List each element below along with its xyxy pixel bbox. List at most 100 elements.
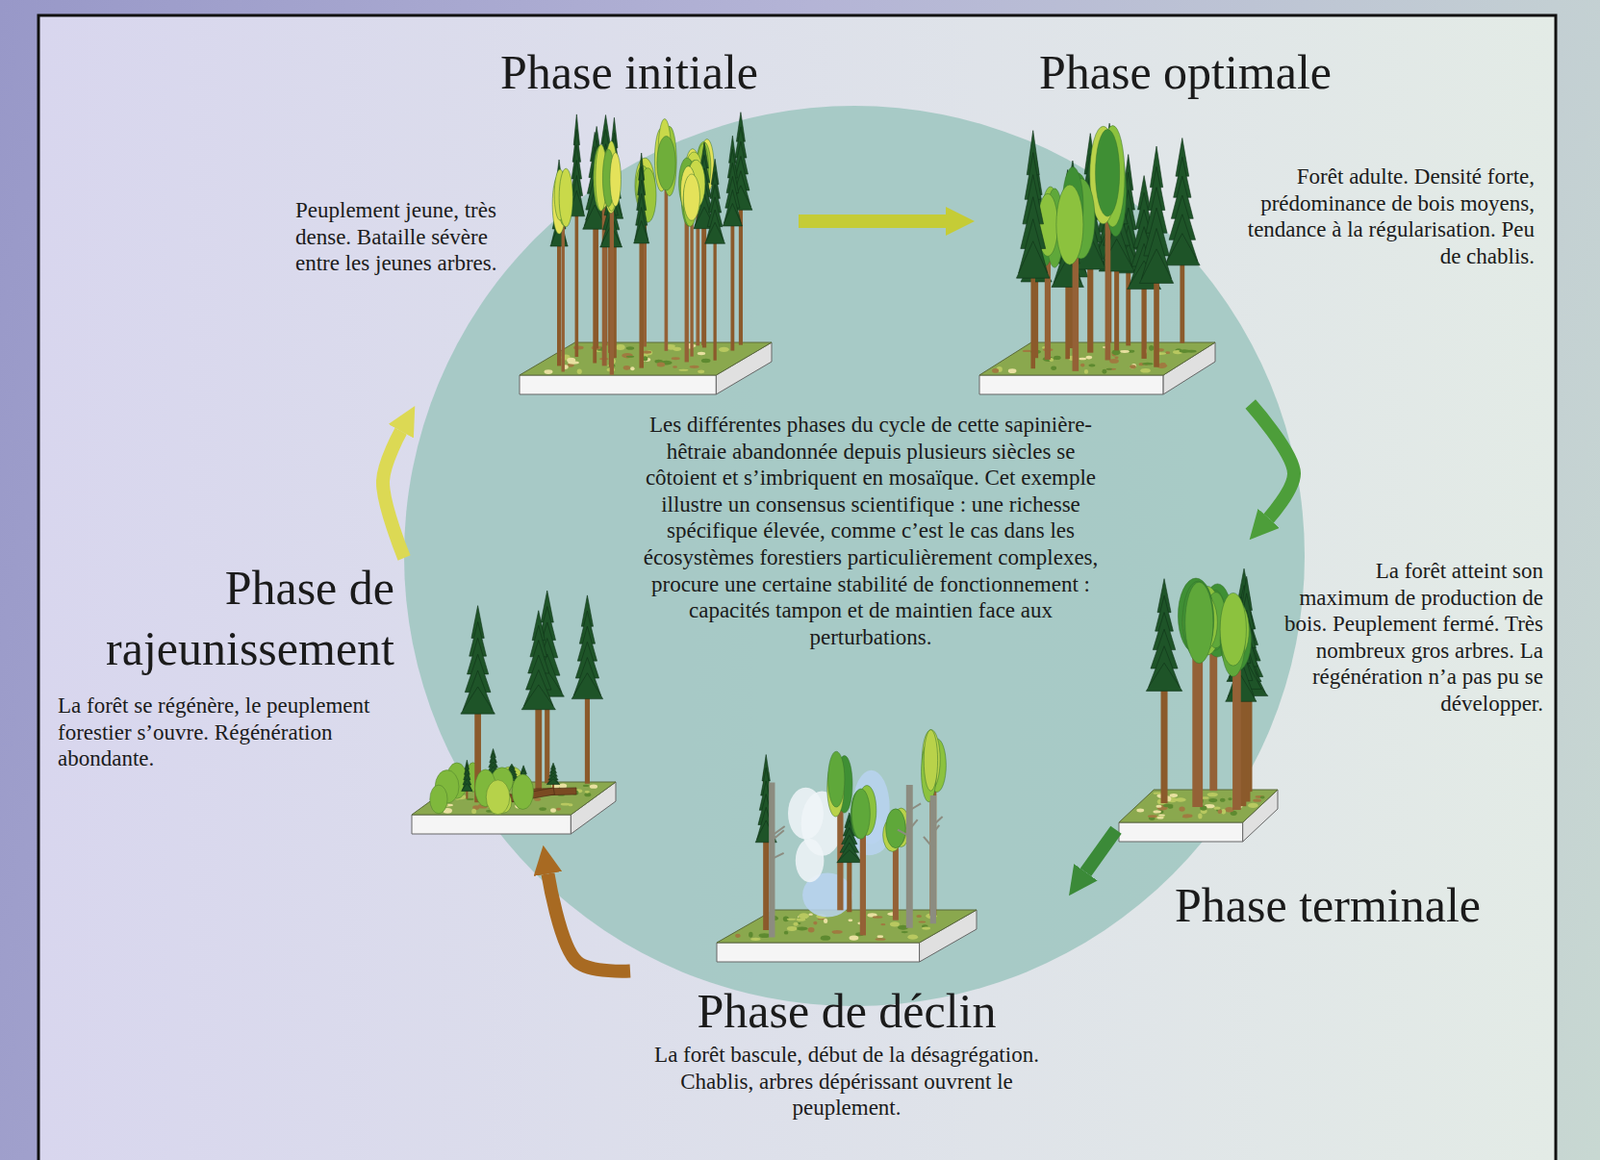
- broadleaf-tree: [634, 157, 657, 347]
- ground-speckle: [880, 923, 886, 926]
- ground-speckle: [657, 361, 666, 367]
- dead-tree: [897, 785, 921, 929]
- phase-text: La forêt bascule, début de la désagrégat…: [634, 1041, 1059, 1122]
- phase-node: Phase terminale La forêt atteint son maxi…: [1116, 543, 1550, 942]
- ground-speckle: [1086, 355, 1093, 360]
- conifer-crown: [1015, 241, 1049, 279]
- phase-node: Phase initialePeuplement jeune, très den…: [288, 38, 799, 405]
- ground-speckle: [678, 369, 688, 372]
- ground-speckle: [697, 369, 705, 374]
- phase-node: Phase de rajeunissementLa forêt se régén…: [48, 558, 621, 847]
- ground-speckle: [1169, 793, 1178, 798]
- ground-speckle: [823, 918, 828, 924]
- ground-speckle: [1089, 363, 1096, 367]
- ground-speckle: [1178, 806, 1185, 812]
- ground-speckle: [889, 921, 900, 927]
- ground-speckle: [1160, 362, 1166, 366]
- slab-front: [411, 814, 571, 835]
- cycle-arrow: [798, 214, 946, 229]
- ground-speckle: [583, 785, 590, 788]
- ground-speckle: [1254, 795, 1265, 799]
- ground-speckle: [672, 365, 678, 368]
- ground-speckle: [787, 918, 796, 921]
- conifer-crown: [1225, 675, 1257, 702]
- broadleaf-tree: [602, 141, 621, 376]
- ground-speckle: [1106, 368, 1113, 371]
- conifer-crown: [1165, 233, 1201, 266]
- ground-speckle: [556, 808, 561, 812]
- broadleaf-crown: [657, 136, 676, 191]
- ground-speckle: [1217, 809, 1222, 814]
- ground-speckle: [577, 368, 583, 375]
- ground-speckle: [1114, 355, 1118, 358]
- dead-trunk: [768, 782, 775, 938]
- slab-front: [1118, 822, 1244, 842]
- phase-text: La forêt se régénère, le peuplement fore…: [57, 692, 400, 773]
- dead-branch: [933, 816, 943, 826]
- ground-speckle: [748, 932, 753, 939]
- conifer-tree: [461, 760, 473, 799]
- ground-speckle: [901, 931, 909, 934]
- ground-speckle: [1208, 798, 1218, 803]
- broadleaf-crown: [851, 788, 870, 839]
- ground-speckle: [735, 934, 741, 939]
- phase-text: La forêt atteint son maximum de producti…: [1281, 558, 1544, 718]
- slab-front: [519, 375, 716, 395]
- broadleaf-crown: [1056, 184, 1084, 265]
- ground-speckle: [792, 922, 798, 927]
- dead-tree: [771, 782, 785, 938]
- conifer-tree: [571, 595, 603, 785]
- ground-speckle: [759, 933, 771, 939]
- forest-block: [411, 590, 616, 835]
- ground-speckle: [544, 369, 554, 375]
- dead-branch: [771, 826, 785, 837]
- ground-speckle: [915, 914, 922, 918]
- broadleaf-tree: [1177, 578, 1218, 808]
- conifer-tree: [1139, 146, 1173, 368]
- phase-node: Phase optimaleForêt adulte. Densité fort…: [974, 38, 1543, 405]
- ground-speckle: [1207, 792, 1219, 797]
- conifer-crown: [521, 685, 556, 711]
- forest-illustrations: [411, 112, 1278, 963]
- ground-speckle: [701, 358, 712, 364]
- ground-speckle: [1153, 810, 1162, 813]
- ground-speckle: [567, 360, 580, 364]
- ground-speckle: [1084, 369, 1089, 375]
- conifer-crown: [547, 776, 559, 785]
- conifer-crown: [460, 686, 496, 714]
- ground-speckle: [875, 938, 887, 940]
- ground-speckle: [784, 931, 789, 936]
- ground-speckle: [918, 920, 927, 923]
- ground-speckle: [1178, 349, 1190, 354]
- ground-speckle: [847, 918, 853, 922]
- ground-speckle: [1214, 807, 1221, 811]
- ground-speckle: [808, 913, 813, 915]
- phase-node: Phase de déclinLa forêt bascule, début d…: [630, 687, 1069, 1131]
- phase-title: Phase optimale: [1002, 42, 1369, 103]
- dead-branch: [771, 853, 784, 860]
- broadleaf-tree: [679, 157, 706, 357]
- conifer-tree: [722, 135, 742, 351]
- conifer-tree: [568, 114, 585, 357]
- ground-speckle: [1182, 813, 1193, 818]
- phase-text: Les différentes phases du cycle de cette…: [630, 411, 1112, 651]
- slab-ground: [716, 910, 977, 943]
- conifer-tree: [634, 152, 650, 369]
- conifer-tree: [1145, 579, 1182, 804]
- cycle-arrow: [1085, 830, 1117, 873]
- ground-speckle: [1140, 368, 1150, 374]
- conifer-crown: [722, 203, 742, 227]
- ground-speckle: [820, 936, 831, 941]
- phase-title: Phase terminale: [1125, 875, 1530, 937]
- ground-speckle: [1260, 795, 1266, 799]
- ground-speckle: [1109, 358, 1119, 364]
- broadleaf-tree: [1219, 592, 1251, 811]
- ground-speckle: [750, 938, 761, 941]
- broadleaf-crown: [683, 174, 700, 221]
- phase-text: Peuplement jeune, très dense. Bataille s…: [295, 197, 515, 278]
- ground-speckle: [1119, 350, 1130, 354]
- ground-speckle: [1053, 355, 1062, 360]
- ground-speckle: [872, 915, 884, 918]
- conifer-crown: [837, 850, 863, 864]
